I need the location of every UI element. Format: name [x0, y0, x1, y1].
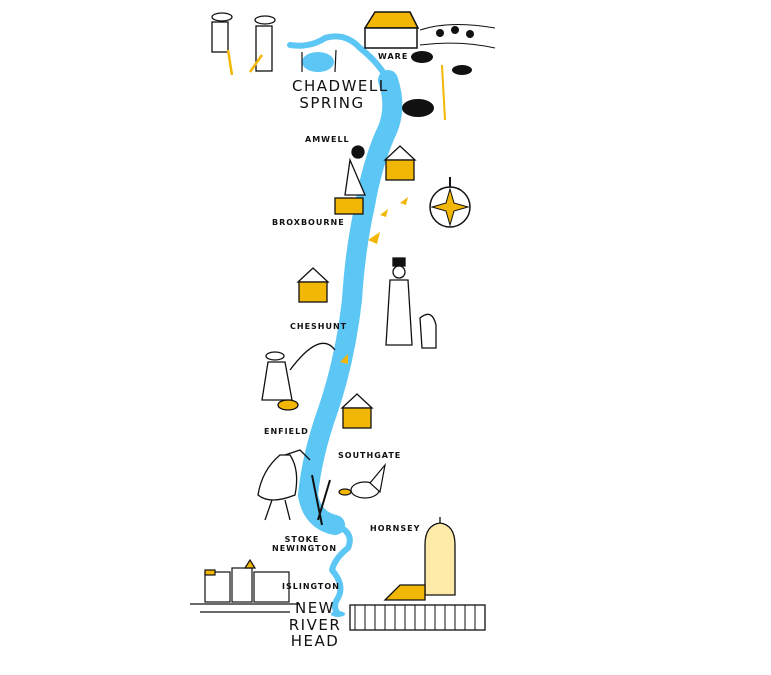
place-label-new-river-head: NEW RIVER HEAD: [288, 599, 342, 650]
ware-cottage-icon: [363, 11, 496, 49]
cottage-icon: [296, 145, 417, 429]
compass-rose-icon: [429, 177, 471, 228]
place-label-ware: WARE: [378, 52, 409, 61]
place-label-enfield: ENFIELD: [264, 427, 309, 436]
washerwoman-figure: [334, 145, 366, 215]
bird-icon: [340, 197, 408, 364]
place-label-hornsey: HORNSEY: [370, 524, 421, 533]
diggers-figures: [211, 12, 276, 76]
place-label-amwell: AMWELL: [305, 135, 350, 144]
cow-icon: [402, 51, 472, 117]
fisherman-figure: [261, 342, 336, 411]
place-label-chadwell-spring: CHADWELL SPRING: [292, 77, 389, 112]
heron-icon: [257, 449, 331, 526]
place-label-cheshunt: CHESHUNT: [290, 322, 348, 331]
chadwell-pond: [302, 52, 334, 72]
place-label-stoke-newington: STOKE NEWINGTON: [272, 535, 338, 554]
tower-icon: [349, 517, 486, 631]
river: [287, 33, 403, 617]
place-label-islington: ISLINGTON: [282, 582, 340, 591]
islington-buildings: [190, 558, 300, 613]
gentleman-figure: [385, 257, 437, 349]
songbird-icon: [338, 462, 387, 499]
place-label-southgate: SOUTHGATE: [338, 451, 402, 460]
place-label-broxbourne: BROXBOURNE: [272, 218, 345, 227]
